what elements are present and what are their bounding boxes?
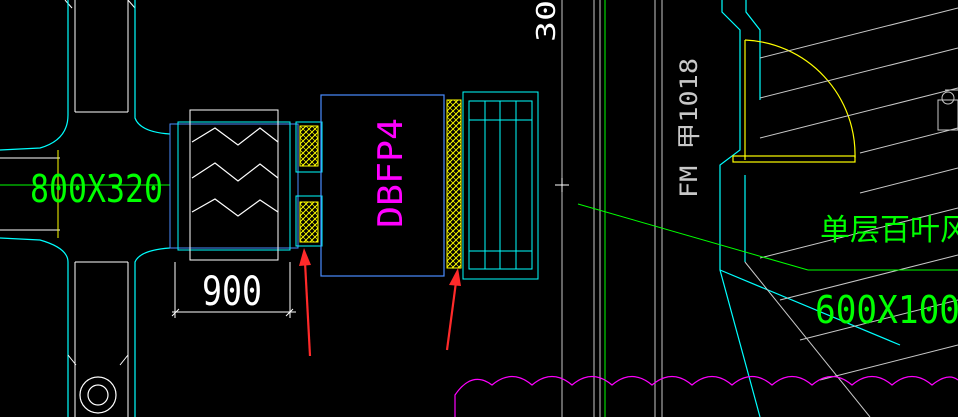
dimension-900-label: 900 <box>202 269 262 315</box>
louver-grille <box>462 91 539 280</box>
main-duct-white <box>0 0 129 417</box>
main-duct-left <box>0 0 171 417</box>
door-tag-label: FM 甲1018 <box>675 58 703 198</box>
red-arrows <box>299 248 461 357</box>
stair-lines <box>744 7 958 417</box>
column-lines-white <box>654 0 663 417</box>
silencer-unit <box>169 109 299 261</box>
louver-note-label: 单层百叶风 <box>820 213 958 248</box>
revision-cloud <box>454 375 958 417</box>
door-swing <box>732 39 856 163</box>
dimension-900 <box>171 262 296 318</box>
duct-size-right-label: 600X100 <box>815 288 958 332</box>
duct-size-left-label: 800X320 <box>30 167 163 211</box>
flex-connectors <box>299 99 462 269</box>
leader-line <box>577 203 958 271</box>
fan-box <box>320 94 445 277</box>
bottom-duct <box>67 354 129 414</box>
fan-tag-label: DBFP4 <box>371 118 411 228</box>
right-wall <box>719 0 901 417</box>
grid-number-label: 30 <box>532 0 562 42</box>
